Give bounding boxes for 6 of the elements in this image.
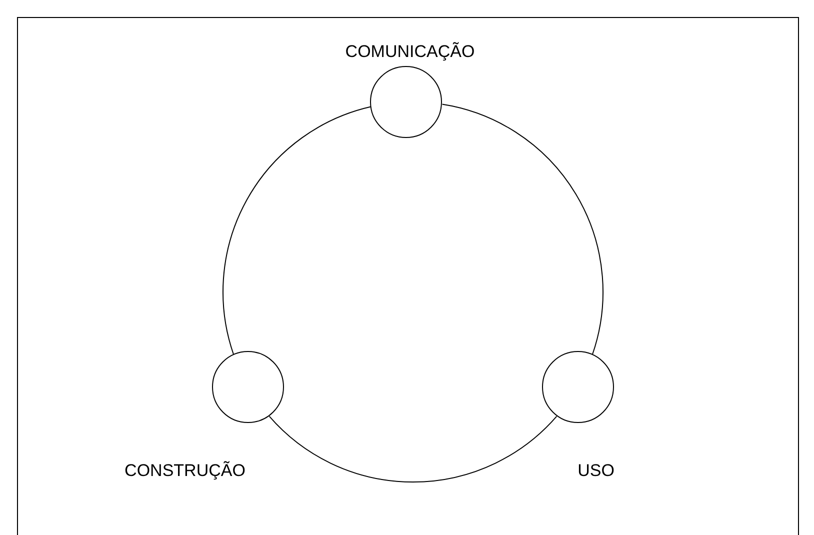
node-label: CONSTRUÇÃO <box>124 461 246 481</box>
arc-connector <box>222 106 372 355</box>
node-label: USO <box>578 461 614 481</box>
node-label: COMUNICAÇÃO <box>345 42 475 62</box>
arc-connector <box>442 104 604 355</box>
arc-connector <box>268 416 558 482</box>
